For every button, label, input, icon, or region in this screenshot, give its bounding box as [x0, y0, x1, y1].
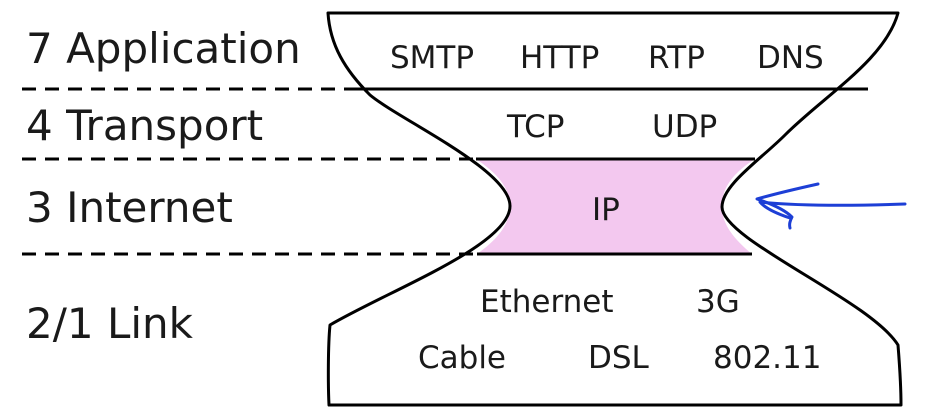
ip-band-fill	[476, 159, 755, 254]
hourglass-outline	[326, 11, 903, 407]
protocol-ethernet: Ethernet	[480, 284, 614, 320]
protocol-802-11: 802.11	[713, 340, 821, 376]
protocol-rtp: RTP	[648, 40, 705, 76]
protocol-smtp: SMTP	[390, 40, 474, 76]
arrow-head-stroke	[755, 182, 820, 230]
layer-label-internet: 3 Internet	[26, 183, 233, 232]
protocol-tcp: TCP	[506, 109, 564, 145]
arrow-shaft-stroke	[758, 200, 907, 220]
protocol-cable: Cable	[418, 340, 506, 376]
protocol-http: HTTP	[520, 40, 599, 76]
protocol-3g: 3G	[696, 284, 740, 320]
layer-label-application: 7 Application	[26, 24, 301, 73]
protocol-dsl: DSL	[588, 340, 650, 376]
layer-label-transport: 4 Transport	[26, 101, 263, 150]
protocol-dns: DNS	[757, 40, 824, 76]
protocol-ip: IP	[592, 192, 620, 228]
handdrawn-arrow-annotation	[755, 182, 907, 230]
protocol-udp: UDP	[652, 109, 717, 145]
layer-label-link: 2/1 Link	[26, 299, 194, 348]
